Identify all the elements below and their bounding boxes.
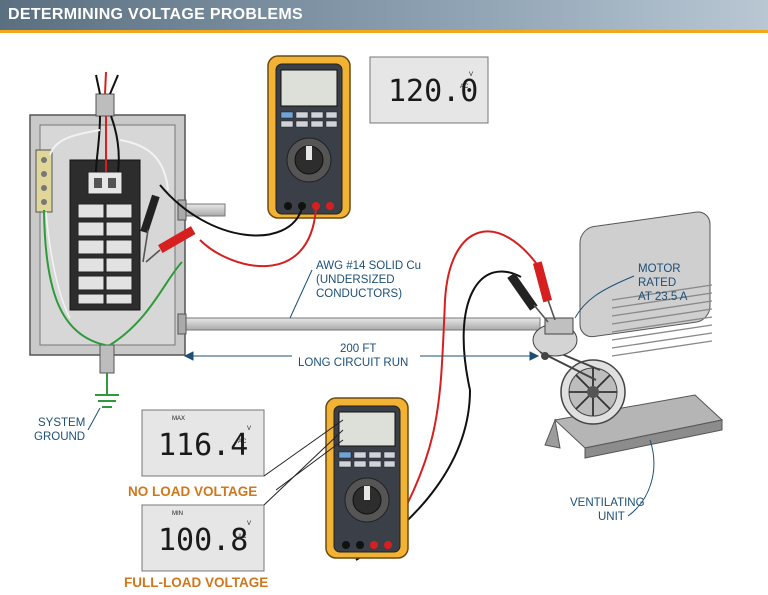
title-accent-stripe — [0, 30, 768, 33]
bottom-multimeter — [325, 397, 409, 559]
ventilating-motor — [532, 211, 724, 459]
min-voltage-display: MIN 100.8 AC V — [141, 504, 265, 572]
run-label-2: LONG CIRCUIT RUN — [298, 357, 408, 369]
min-unit-v: V — [247, 521, 251, 527]
conductor-label-2: (UNDERSIZED — [316, 274, 395, 286]
conductor-label-3: CONDUCTORS) — [316, 288, 402, 300]
ground-label-2: GROUND — [34, 431, 85, 443]
top-meter-unit-v: V — [469, 72, 473, 78]
top-meter-display: 120.0 AC V — [369, 56, 489, 124]
min-unit-ac: AC — [238, 534, 247, 540]
motor-red-probe — [532, 261, 556, 321]
display-callout-lines — [263, 419, 344, 506]
full-load-voltage-label: FULL-LOAD VOLTAGE — [124, 575, 268, 590]
motor-label-2: RATED — [638, 277, 676, 289]
max-unit-ac: AC — [238, 439, 247, 445]
run-dimension-line — [183, 351, 540, 361]
motor-housing-fins — [611, 284, 713, 357]
ground-label-1: SYSTEM — [38, 417, 85, 429]
unit-label-2: UNIT — [598, 511, 625, 523]
max-unit-v: V — [247, 426, 251, 432]
min-tag: MIN — [172, 511, 183, 517]
motor-black-probe — [507, 272, 549, 323]
max-reading: 116.4 — [158, 428, 248, 463]
top-meter-unit-ac: AC — [460, 84, 469, 90]
top-black-probe — [140, 194, 160, 263]
no-load-voltage-label: NO LOAD VOLTAGE — [128, 484, 257, 499]
motor-label-3: AT 23.5 A — [638, 291, 688, 303]
top-meter-reading: 120.0 — [388, 74, 478, 109]
panelboard — [29, 114, 186, 356]
unit-label-1: VENTILATING — [570, 497, 645, 509]
top-red-probe — [145, 226, 196, 263]
min-reading: 100.8 — [158, 523, 248, 558]
page-title: DETERMINING VOLTAGE PROBLEMS — [8, 6, 303, 23]
conductor-label-1: AWG #14 SOLID Cu — [316, 260, 421, 272]
top-multimeter — [267, 55, 351, 219]
title-bar: DETERMINING VOLTAGE PROBLEMS — [0, 0, 768, 30]
max-tag: MAX — [172, 416, 185, 422]
run-label-1: 200 FT — [340, 343, 376, 355]
motor-label-1: MOTOR — [638, 263, 681, 275]
main-breaker — [87, 171, 123, 195]
branch-breakers — [77, 203, 133, 305]
max-voltage-display: MAX 116.4 AC V — [141, 409, 265, 477]
circuit-conduit — [184, 317, 541, 331]
